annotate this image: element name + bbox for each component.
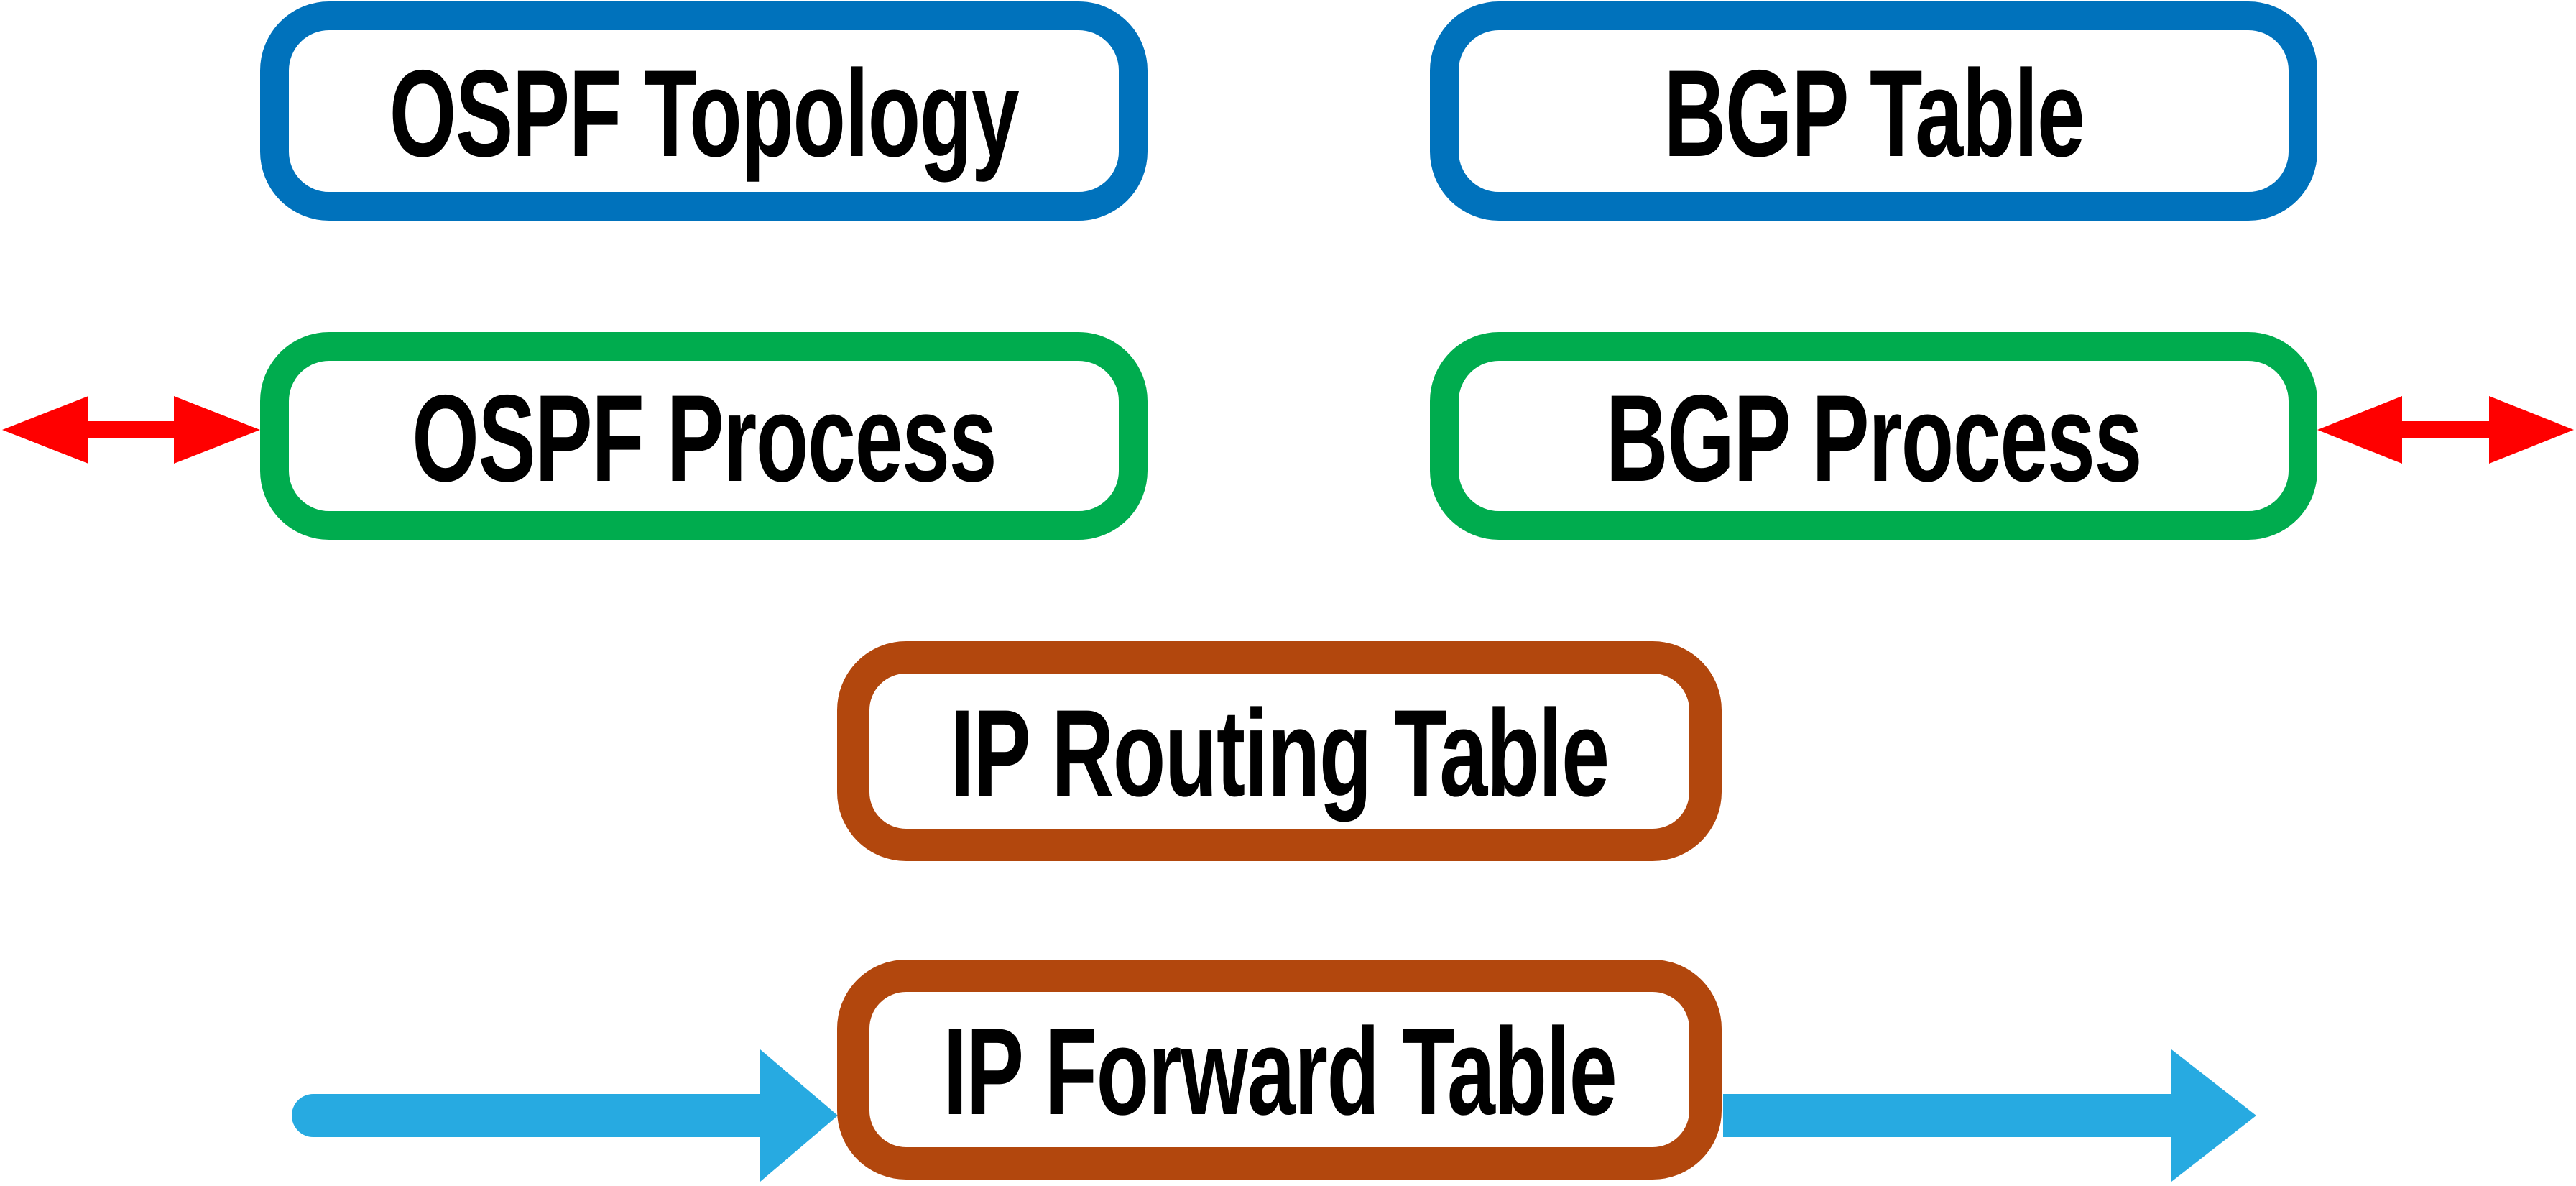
box-bgp-process: BGP Process (1430, 332, 2317, 540)
box-bgp-table-label: BGP Table (1663, 44, 2085, 183)
box-ospf-process: OSPF Process (260, 332, 1148, 540)
box-ospf-topology-label: OSPF Topology (389, 44, 1020, 183)
box-ospf-process-label: OSPF Process (411, 369, 997, 507)
box-ospf-topology: OSPF Topology (260, 1, 1148, 221)
box-bgp-process-label: BGP Process (1605, 369, 2143, 507)
cyan-arrow-in (292, 1049, 838, 1182)
box-bgp-table: BGP Table (1430, 1, 2317, 221)
box-ip-routing-table-label: IP Routing Table (950, 684, 1610, 822)
box-ip-forward-table: IP Forward Table (837, 960, 1722, 1180)
box-ip-routing-table: IP Routing Table (837, 641, 1722, 861)
red-double-arrow-right (2317, 396, 2574, 464)
box-ip-forward-table-label: IP Forward Table (943, 1003, 1617, 1141)
cyan-arrow-out (1723, 1049, 2256, 1182)
red-double-arrow-left (2, 396, 260, 464)
